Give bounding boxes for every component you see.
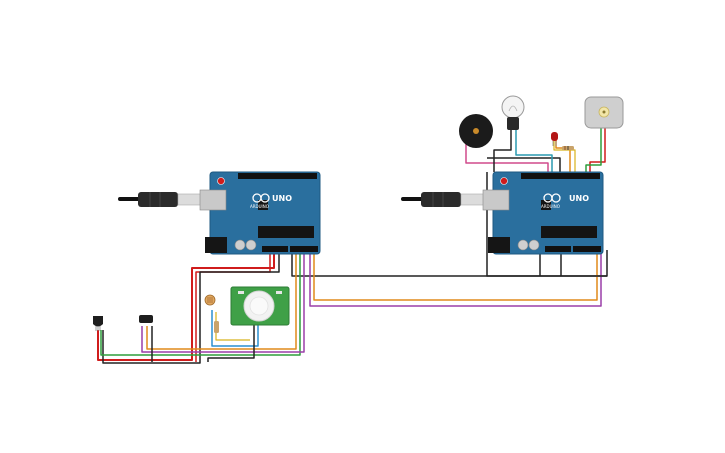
photoresistor[interactable] xyxy=(204,294,216,306)
arduino-uno-left[interactable]: UNO ARDUINO xyxy=(199,171,321,255)
board-logo-text: UNO xyxy=(569,194,589,203)
wire-red-main xyxy=(97,250,275,361)
arduino-logo-icon xyxy=(252,193,270,203)
usb-cable-left xyxy=(118,192,203,207)
pir-sensor[interactable] xyxy=(230,286,290,326)
wire-purple-link xyxy=(309,250,602,307)
wire-yellow-led xyxy=(553,140,576,172)
buzzer[interactable] xyxy=(459,114,493,148)
usb-plug-icon xyxy=(138,192,203,207)
temperature-sensor-icon xyxy=(93,316,103,331)
pir-sensor-icon xyxy=(230,286,290,326)
board-brand-text: ARDUINO xyxy=(541,204,560,209)
photoresistor-icon xyxy=(204,294,216,306)
wire-blue-photo xyxy=(211,310,259,347)
ir-receiver[interactable] xyxy=(139,315,153,323)
usb-plug-icon xyxy=(421,192,486,207)
arduino-logo-icon xyxy=(543,193,561,203)
led-red[interactable] xyxy=(551,132,558,146)
wire-green-temp xyxy=(100,250,301,356)
temperature-sensor[interactable] xyxy=(93,316,103,331)
buzzer-icon xyxy=(459,114,493,148)
wire-black-link xyxy=(291,250,608,277)
led-icon xyxy=(551,132,558,146)
arduino-uno-right[interactable]: UNO ARDUINO xyxy=(482,171,604,255)
wire-orange-ir xyxy=(146,250,297,350)
board-logo-text: UNO xyxy=(272,194,292,203)
wire-black-pir xyxy=(207,325,255,362)
wire-pink-buzzer xyxy=(465,143,549,172)
resistor-led xyxy=(562,146,574,150)
wire-orange-link xyxy=(313,250,598,301)
wire-green-motor xyxy=(585,128,602,172)
dc-motor-icon xyxy=(584,96,624,129)
wire-black-main xyxy=(102,250,280,364)
wire-red-motor xyxy=(589,128,606,172)
wire-teal-bulb xyxy=(515,130,553,172)
dc-motor[interactable] xyxy=(584,96,624,129)
resistor-photo xyxy=(214,321,219,333)
wire-purple-ir xyxy=(141,250,305,353)
wire-orange-led xyxy=(555,140,571,172)
light-bulb[interactable] xyxy=(501,95,525,130)
board-brand-text: ARDUINO xyxy=(250,204,269,209)
wire-dark-bulb xyxy=(493,130,512,172)
usb-cable-right xyxy=(401,192,486,207)
ir-receiver-icon xyxy=(139,315,153,323)
bulb-icon xyxy=(501,95,525,130)
wire-black-top xyxy=(487,157,561,172)
